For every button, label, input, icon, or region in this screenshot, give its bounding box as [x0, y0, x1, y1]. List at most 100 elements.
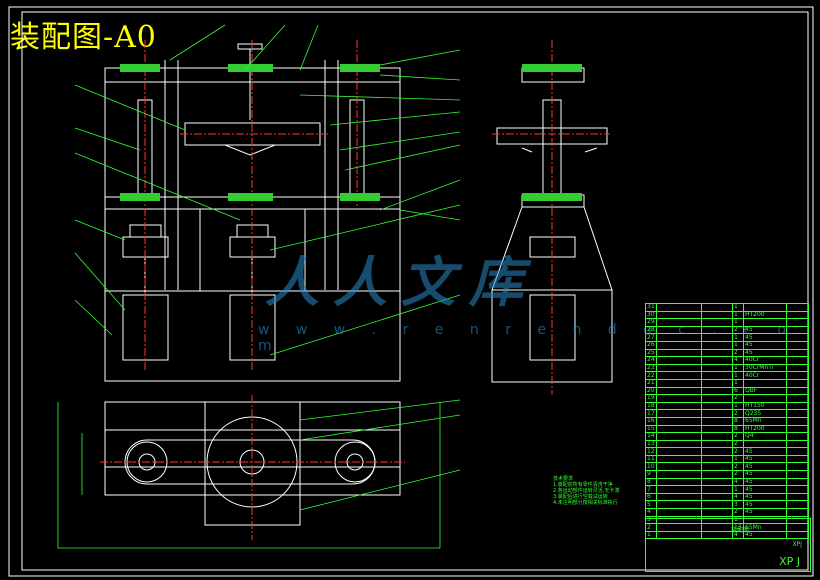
- bom-cell: [701, 508, 733, 517]
- bom-cell: [786, 485, 809, 494]
- bom-no: 11: [645, 454, 657, 464]
- bom-cell: [701, 386, 733, 396]
- bom-no: 20: [645, 386, 657, 396]
- bom-cell: [701, 348, 733, 358]
- bom-qty: 2: [732, 439, 744, 449]
- bom-mat: 45: [743, 447, 787, 456]
- drawing-title: 装配图-A0: [10, 20, 157, 55]
- bom-qty: 1: [732, 340, 744, 350]
- bom-mat: 45: [743, 340, 787, 350]
- bom-cell: [701, 303, 733, 312]
- bom-mat: 45: [743, 508, 787, 517]
- bom-mat: 40Cr: [743, 371, 787, 380]
- bom-qty: 1: [732, 333, 744, 342]
- bom-cell: [786, 508, 809, 517]
- bom-cell: [656, 447, 702, 456]
- bom-qty: 2: [732, 432, 744, 441]
- bom-cell: [701, 333, 733, 342]
- bom-cell: [786, 416, 809, 426]
- bom-cell: [701, 485, 733, 494]
- drawing-frame: [21, 11, 809, 571]
- title-block-designation: XPJ: [792, 541, 803, 548]
- bom-no: 26: [645, 340, 657, 350]
- bom-cell: [656, 303, 702, 312]
- bom-no: 31: [645, 303, 657, 312]
- bom-no: 12: [645, 447, 657, 456]
- bom-cell: [701, 470, 733, 479]
- bom-qty: 1: [732, 401, 744, 411]
- bom-cell: [786, 424, 809, 434]
- bom-qty: 4: [732, 356, 744, 365]
- bom-cell: [786, 454, 809, 464]
- bom-cell: [786, 371, 809, 380]
- bom-mat: [743, 378, 787, 388]
- bom-mat: 45: [743, 462, 787, 472]
- bom-mat: 45: [743, 470, 787, 479]
- bom-cell: [656, 394, 702, 403]
- bom-cell: [656, 508, 702, 517]
- bom-qty: 1: [732, 303, 744, 312]
- bom-qty: 1: [732, 363, 744, 373]
- bom-no: 9: [645, 470, 657, 479]
- bom-no: 27: [645, 333, 657, 342]
- bom-mat: 45: [743, 485, 787, 494]
- bom-no: 8: [645, 477, 657, 487]
- bom-cell: [701, 447, 733, 456]
- bom-mat: 45: [743, 477, 787, 487]
- bom-mat: HT200: [743, 310, 787, 320]
- notes-heading: 技术要求: [553, 476, 574, 482]
- bom-cell: [656, 439, 702, 449]
- bom-mat: HT200: [743, 424, 787, 434]
- bom-cell: [786, 500, 809, 510]
- bom-no: 16: [645, 416, 657, 426]
- bom-mat: 45: [743, 348, 787, 358]
- bom-cell: [656, 454, 702, 464]
- bom-cell: [656, 310, 702, 320]
- bom-cell: [701, 363, 733, 373]
- technical-notes: 技术要求 1.装配前所有零件清洗干净 2.各运动部件运转灵活,无卡滞 3.装配后…: [553, 476, 619, 506]
- bom-no: 25: [645, 348, 657, 358]
- bom-cell: [656, 409, 702, 418]
- bom-cell: [701, 325, 733, 335]
- bom-mat: 45: [743, 325, 787, 335]
- bom-no: 14: [645, 432, 657, 441]
- bom-qty: 4: [732, 477, 744, 487]
- bom-qty: 2: [732, 462, 744, 472]
- bom-cell: [701, 424, 733, 434]
- bom-cell: [656, 477, 702, 487]
- bom-no: 30: [645, 310, 657, 320]
- bom-cell: [786, 470, 809, 479]
- bom-qty: 2: [732, 394, 744, 403]
- bom-cell: [786, 394, 809, 403]
- bom-cell: [786, 318, 809, 327]
- bom-cell: [701, 401, 733, 411]
- title-block-name: 装配图: [731, 527, 750, 534]
- bom-qty: 2: [732, 470, 744, 479]
- bom-mat: 65Mn: [743, 416, 787, 426]
- bom-cell: [701, 500, 733, 510]
- bom-cell: [786, 401, 809, 411]
- bom-mat: 45: [743, 454, 787, 464]
- note-line: 1.装配前所有零件清洗干净: [553, 482, 613, 488]
- bom-cell: [786, 477, 809, 487]
- drawing-number: XP J: [779, 555, 800, 568]
- bom-qty: 1: [732, 371, 744, 380]
- bom-cell: [701, 340, 733, 350]
